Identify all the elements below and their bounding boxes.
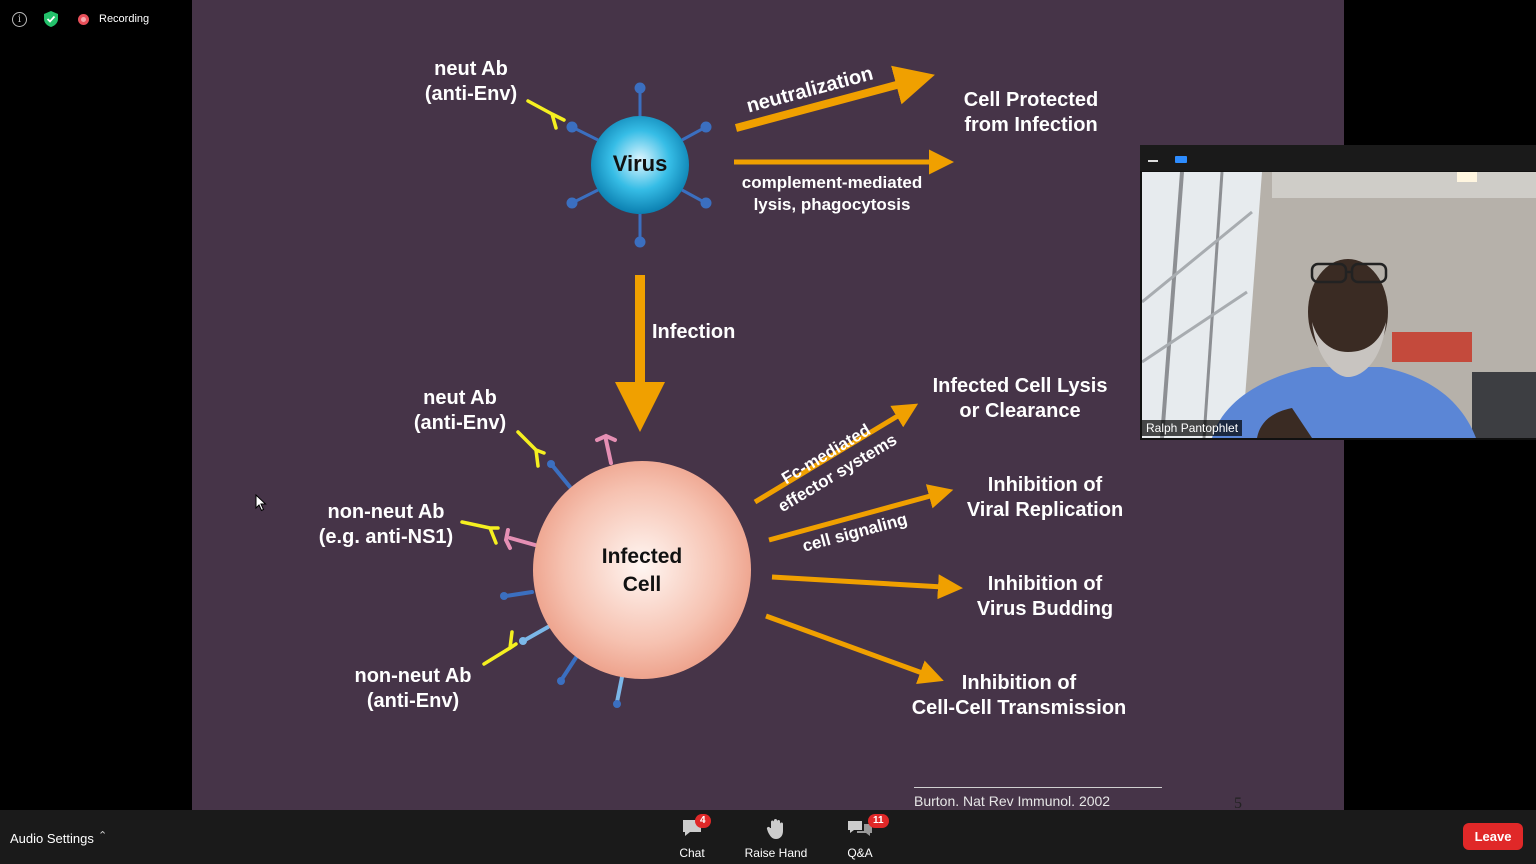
raise-hand-button[interactable]: Raise Hand: [740, 810, 812, 864]
meeting-toolbar: Audio Settings ⌃ 4 Chat Raise Hand 11 Q&…: [0, 810, 1536, 864]
camera-feed: [1142, 172, 1536, 438]
virus-spikes: [566, 82, 712, 248]
label-infection: Infection: [652, 321, 736, 343]
shield-check-icon[interactable]: [44, 11, 58, 27]
slide-diagram: [460, 65, 963, 708]
qa-icon: [848, 821, 872, 836]
qa-button[interactable]: 11 Q&A: [835, 810, 889, 864]
audio-settings-button[interactable]: Audio Settings: [10, 831, 94, 846]
leave-button[interactable]: Leave: [1463, 823, 1523, 850]
mouse-cursor-icon: [255, 494, 267, 512]
label-neut-ab-virus: neut Ab(anti-Env): [424, 58, 518, 105]
qa-badge: 11: [868, 814, 889, 828]
video-header: [1140, 145, 1536, 171]
arrow-fc-mediated: [753, 403, 919, 505]
minimize-icon[interactable]: [1148, 160, 1158, 162]
label-virus: Virus: [612, 151, 668, 176]
recording-icon: [78, 14, 89, 25]
virus-particle: [591, 116, 689, 214]
info-icon[interactable]: i: [12, 12, 27, 27]
arrow-neutralization: [734, 65, 935, 132]
chat-badge: 4: [695, 814, 711, 828]
label-non-neut-ns1: non-neut Ab(e.g. anti-NS1): [318, 501, 454, 548]
arrow-cell-signaling: [768, 484, 954, 543]
raise-hand-label: Raise Hand: [744, 846, 808, 860]
cell-surface-proteins: [500, 433, 624, 708]
chat-button[interactable]: 4 Chat: [667, 810, 717, 864]
page-number: 5: [1234, 795, 1242, 810]
arrow-budding: [771, 574, 963, 600]
citation: Burton. Nat Rev Immunol. 2002: [914, 793, 1111, 809]
infected-cell: [533, 461, 751, 679]
meeting-status-bar: i Recording: [0, 0, 192, 40]
antibody-virus-icon: [526, 99, 566, 130]
label-non-neut-env: non-neut Ab(anti-Env): [354, 665, 472, 712]
participant-video[interactable]: Ralph Pantophlet: [1140, 145, 1536, 440]
qa-label: Q&A: [847, 846, 873, 860]
label-neut-ab-cell: neut Ab(anti-Env): [413, 387, 507, 434]
antibody-cell-icons: [460, 430, 546, 666]
participant-name: Ralph Pantophlet: [1142, 420, 1243, 436]
hand-icon: [766, 819, 783, 839]
arrow-transmission: [765, 613, 944, 685]
recording-label[interactable]: Recording: [99, 13, 150, 25]
chat-label: Chat: [679, 846, 705, 860]
person-silhouette-icon: [1142, 172, 1536, 438]
citation-divider: [914, 787, 1162, 788]
video-layout-icon[interactable]: [1175, 156, 1187, 163]
chevron-up-icon[interactable]: ⌃: [98, 830, 108, 842]
